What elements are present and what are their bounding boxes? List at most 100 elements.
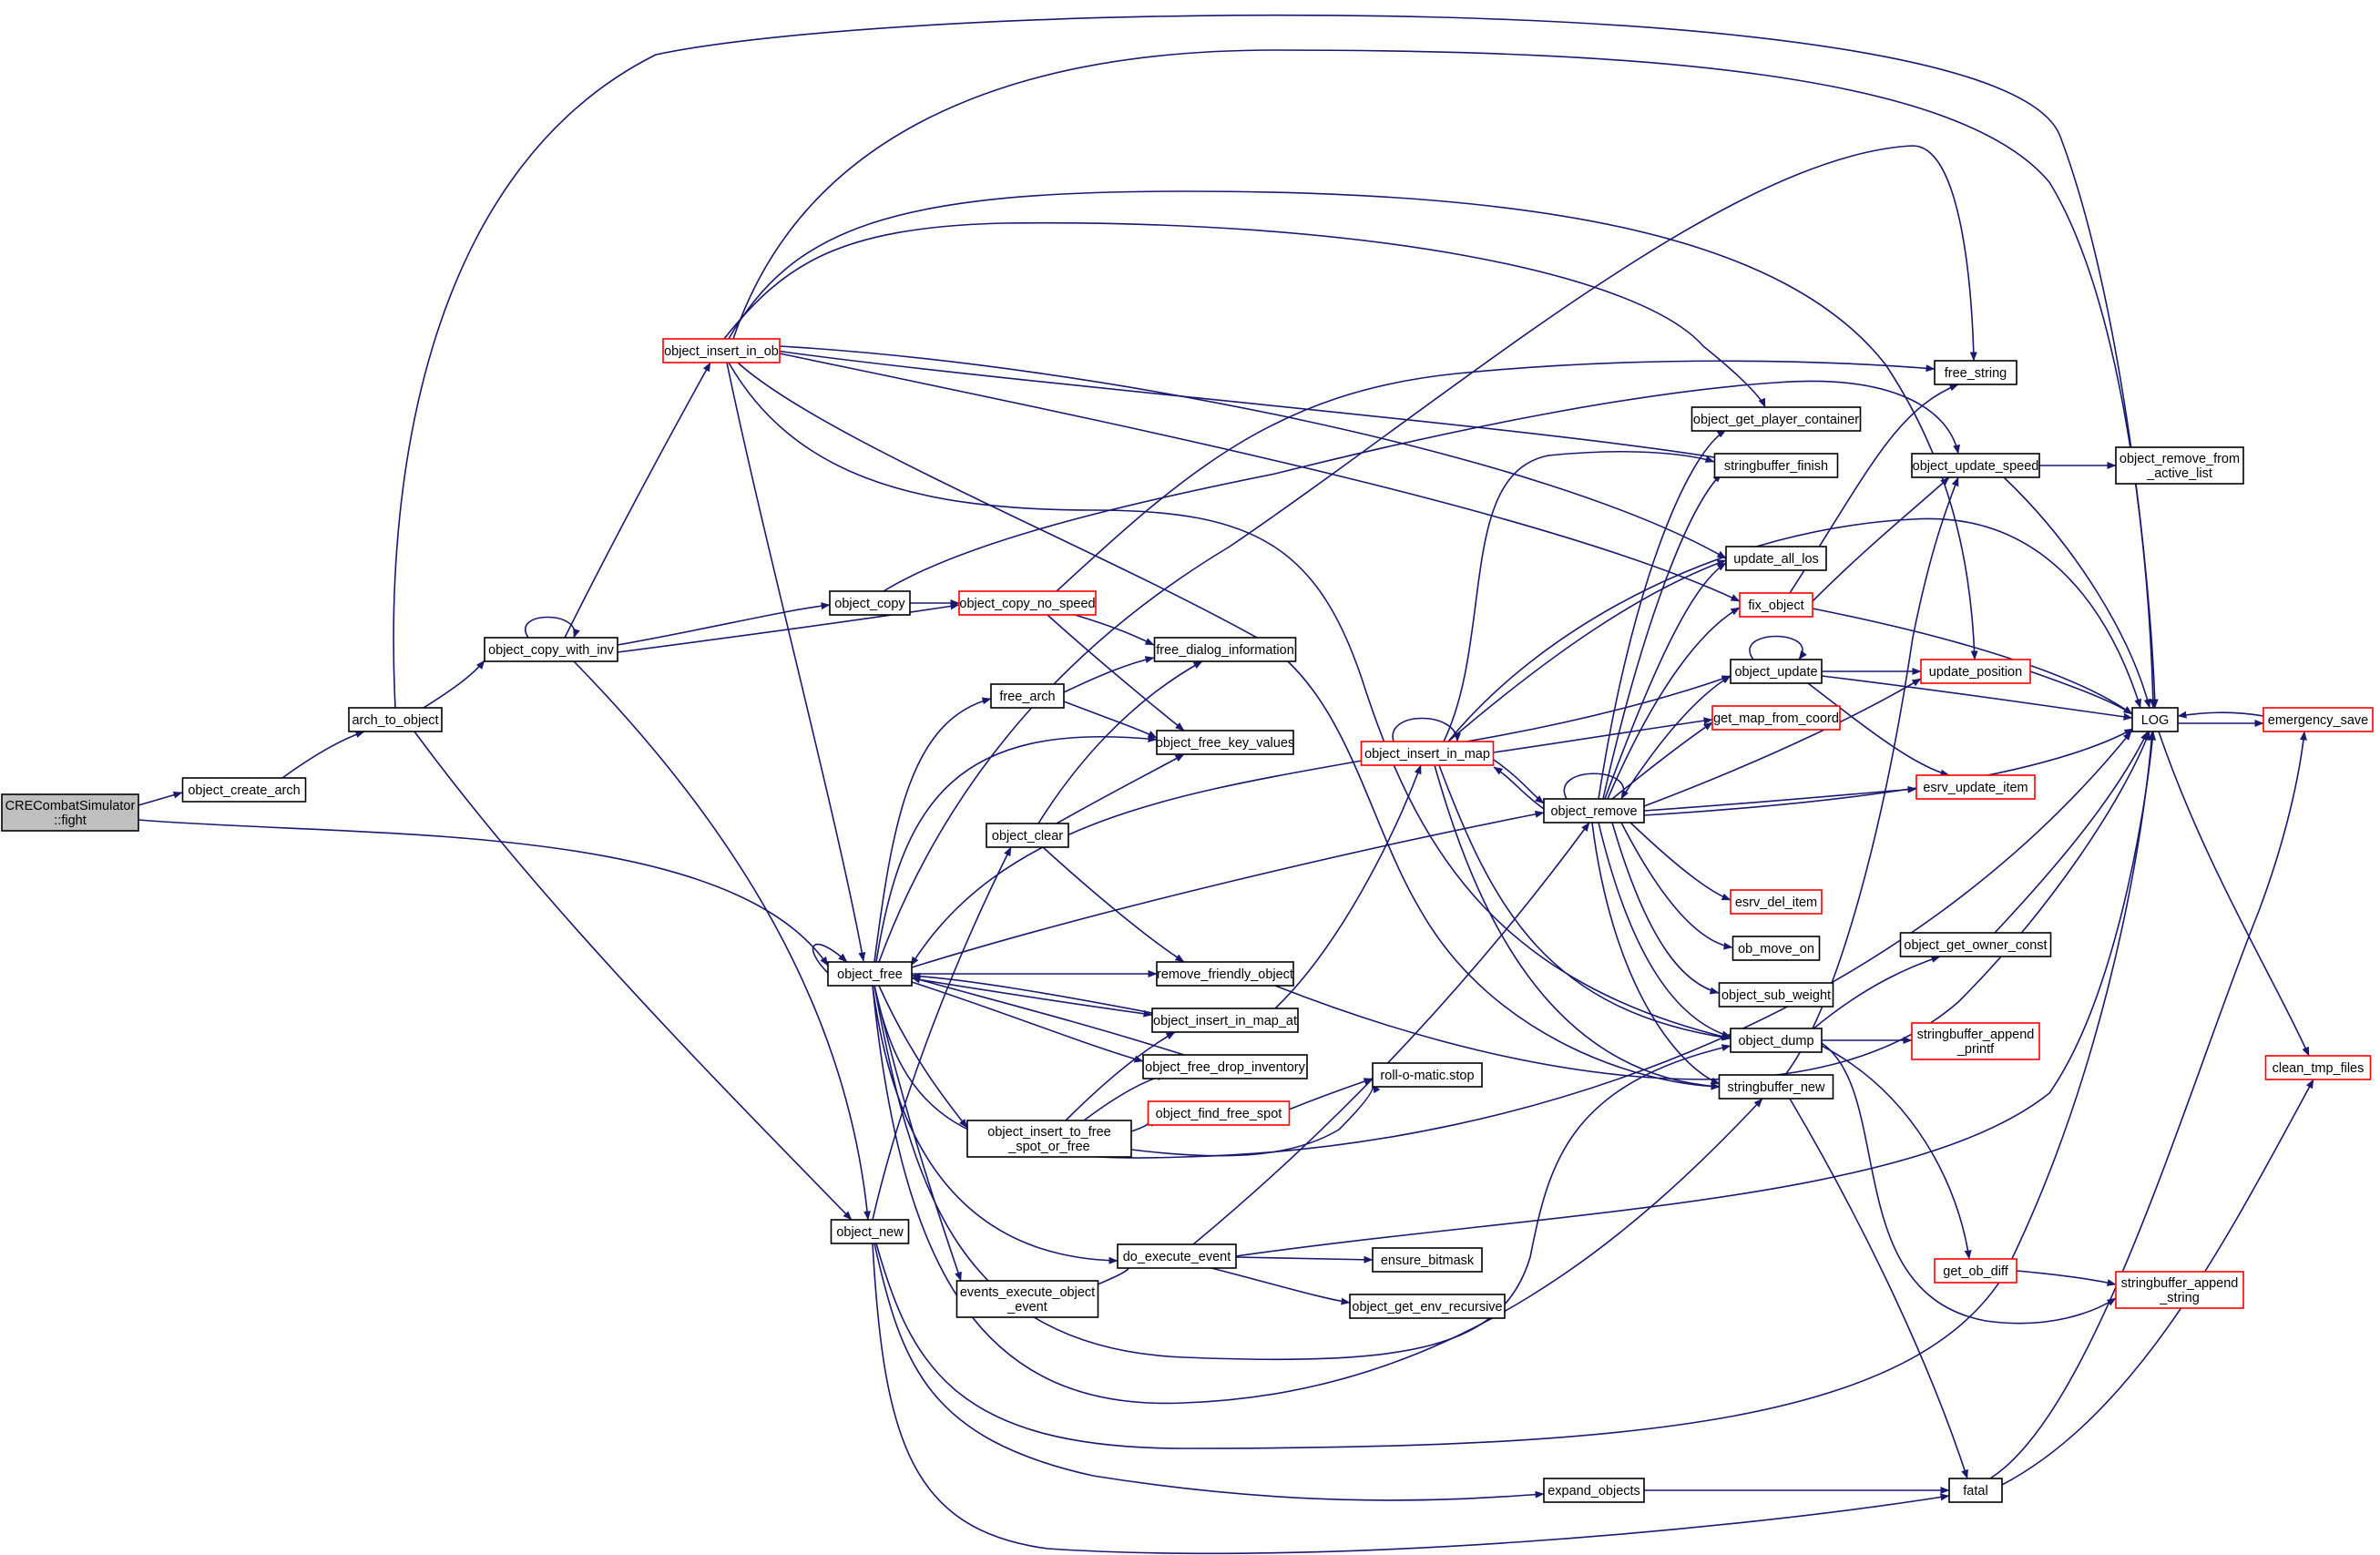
node-label: free_dialog_information xyxy=(1156,643,1294,658)
node-object-insert-in-map[interactable]: object_insert_in_map xyxy=(1360,741,1495,766)
node-clean-tmp-files[interactable]: clean_tmp_files xyxy=(2264,1055,2372,1080)
node-object-free-drop-inventory[interactable]: object_free_drop_inventory xyxy=(1142,1054,1308,1079)
node-label: object_get_env_recursive xyxy=(1352,1300,1502,1315)
edge-stringbuffer-new-to-fatal xyxy=(1789,1098,1968,1479)
node-fight[interactable]: CRECombatSimulator::fight xyxy=(1,793,139,832)
node-box xyxy=(1372,1247,1483,1273)
node-esrv-del-item[interactable]: esrv_del_item xyxy=(1730,889,1823,915)
node-object-copy-with-inv[interactable]: object_copy_with_inv xyxy=(484,637,618,662)
node-label: object_dump xyxy=(1738,1034,1813,1049)
node-fatal[interactable]: fatal xyxy=(1948,1478,2003,1503)
edge-object-free-to-object-insert-in-map-at xyxy=(911,977,1153,1018)
node-object-new[interactable]: object_new xyxy=(830,1219,910,1244)
node-label: fatal xyxy=(1963,1484,1987,1499)
node-object-free[interactable]: object_free xyxy=(827,961,913,987)
edge-object-clear-to-remove-friendly-object xyxy=(1042,846,1185,963)
node-roll-o-matic-stop[interactable]: roll-o-matic.stop xyxy=(1372,1062,1483,1088)
edge-do-execute-event-to-object-remove xyxy=(1192,822,1590,1245)
edge-object-copy-to-object-update-speed xyxy=(883,380,1960,592)
node-get-ob-diff[interactable]: get_ob_diff xyxy=(1934,1258,2017,1284)
node-box xyxy=(966,1120,1132,1158)
node-object-update[interactable]: object_update xyxy=(1730,659,1823,684)
node-arch-to-object[interactable]: arch_to_object xyxy=(348,707,443,732)
node-object-get-owner-const[interactable]: object_get_owner_const xyxy=(1899,932,2052,957)
edge-object-dump-to-object-get-owner-const xyxy=(1812,956,1941,1030)
edge-object-free-to-object-free-key-values xyxy=(875,735,1158,963)
node-update-all-los[interactable]: update_all_los xyxy=(1725,546,1827,571)
edge-fatal-to-emergency-save xyxy=(1989,731,2307,1479)
node-object-update-speed[interactable]: object_update_speed xyxy=(1911,453,2040,478)
edge-object-free-to-object-dump xyxy=(873,985,1731,1361)
node-stringbuffer-new[interactable]: stringbuffer_new xyxy=(1718,1074,1834,1100)
node-object-copy-no-speed[interactable]: object_copy_no_speed xyxy=(958,590,1097,616)
node-box xyxy=(1349,1294,1506,1319)
node-esrv-update-item[interactable]: esrv_update_item xyxy=(1915,774,2036,800)
edge-object-insert-to-free-spot-or-free-to-object-find-free-spot xyxy=(1130,1118,1157,1132)
edge-object-new-to-LOG xyxy=(875,731,2156,1449)
node-ob-move-on[interactable]: ob_move_on xyxy=(1731,936,1821,961)
edge-fatal-to-clean-tmp-files xyxy=(2001,1079,2314,1486)
node-events-execute-object-event[interactable]: events_execute_object_event xyxy=(955,1280,1099,1318)
node-object-insert-in-ob[interactable]: object_insert_in_ob xyxy=(662,338,781,363)
edge-object-insert-in-ob-to-stringbuffer-finish xyxy=(775,350,1731,463)
node-box xyxy=(1915,774,2036,800)
node-object-get-env-recursive[interactable]: object_get_env_recursive xyxy=(1349,1294,1506,1319)
edge-object-insert-in-map-to-object-dump xyxy=(1438,764,1731,1041)
node-get-map-from-coord[interactable]: get_map_from_coord xyxy=(1711,705,1841,731)
node-box xyxy=(1911,1022,2040,1060)
edge-object-remove-to-ob-move-on xyxy=(1620,822,1733,950)
node-stringbuffer-finish[interactable]: stringbuffer_finish xyxy=(1713,453,1839,478)
node-label: object_update_speed xyxy=(1913,459,2039,474)
node-label: _spot_or_free xyxy=(1007,1140,1089,1154)
edge-object-remove-to-stringbuffer-new xyxy=(1591,822,1721,1085)
node-label: free_string xyxy=(1945,366,2007,381)
node-LOG[interactable]: LOG xyxy=(2131,707,2179,732)
node-object-get-player-container[interactable]: object_get_player_container xyxy=(1691,406,1862,432)
edge-object-copy-no-speed-to-free-dialog-information xyxy=(1074,614,1155,646)
node-fix-object[interactable]: fix_object xyxy=(1739,592,1813,618)
node-free-arch[interactable]: free_arch xyxy=(990,683,1065,709)
node-object-create-arch[interactable]: object_create_arch xyxy=(181,777,307,803)
node-box xyxy=(829,590,911,616)
node-box xyxy=(1,793,139,832)
node-ensure-bitmask[interactable]: ensure_bitmask xyxy=(1372,1247,1483,1273)
node-object-remove[interactable]: object_remove xyxy=(1543,798,1645,824)
node-object-free-key-values[interactable]: object_free_key_values xyxy=(1156,730,1294,755)
node-remove-friendly-object[interactable]: remove_friendly_object xyxy=(1156,961,1294,987)
node-object-remove-from-active-list[interactable]: object_remove_from_active_list xyxy=(2115,446,2244,485)
node-free-string[interactable]: free_string xyxy=(1934,360,2017,385)
node-stringbuffer-append-string[interactable]: stringbuffer_append_string xyxy=(2115,1271,2244,1309)
node-label: object_get_owner_const xyxy=(1904,938,2047,953)
node-expand-objects[interactable]: expand_objects xyxy=(1543,1478,1645,1503)
node-update-position[interactable]: update_position xyxy=(1920,659,2031,684)
node-object-dump[interactable]: object_dump xyxy=(1730,1028,1823,1053)
node-object-copy[interactable]: object_copy xyxy=(829,590,911,616)
node-box xyxy=(2131,707,2179,732)
edge-object-insert-in-map-at-to-object-insert-in-map xyxy=(1274,764,1422,1009)
node-label: esrv_update_item xyxy=(1923,781,2028,795)
node-box xyxy=(1948,1478,2003,1503)
node-box xyxy=(1151,1008,1299,1033)
edge-object-remove-to-object-update xyxy=(1620,675,1731,800)
node-emergency-save[interactable]: emergency_save xyxy=(2263,707,2374,732)
node-object-insert-to-free-spot-or-free[interactable]: object_insert_to_free_spot_or_free xyxy=(966,1120,1132,1158)
edge-fight-to-object-free xyxy=(138,819,829,967)
node-label: object_sub_weight xyxy=(1721,988,1831,1003)
node-box xyxy=(1730,659,1823,684)
edge-object-remove-to-esrv-del-item xyxy=(1629,822,1731,901)
node-box xyxy=(1543,798,1645,824)
node-label: update_all_los xyxy=(1733,552,1819,567)
node-object-find-free-spot[interactable]: object_find_free_spot xyxy=(1147,1100,1291,1126)
edge-object-new-to-object-clear xyxy=(872,846,1012,1221)
node-free-dialog-information[interactable]: free_dialog_information xyxy=(1153,637,1297,662)
node-object-insert-in-map-at[interactable]: object_insert_in_map_at xyxy=(1151,1008,1299,1033)
node-label: object_free_key_values xyxy=(1156,736,1294,751)
node-do-execute-event[interactable]: do_execute_event xyxy=(1117,1243,1237,1269)
node-label: object_create_arch xyxy=(188,783,300,798)
node-object-clear[interactable]: object_clear xyxy=(986,823,1069,848)
node-box xyxy=(1117,1243,1237,1269)
node-object-sub-weight[interactable]: object_sub_weight xyxy=(1718,982,1834,1008)
edge-update-position-to-LOG xyxy=(2029,670,2133,715)
node-stringbuffer-append-printf[interactable]: stringbuffer_append_printf xyxy=(1911,1022,2040,1060)
node-box xyxy=(1731,936,1821,961)
